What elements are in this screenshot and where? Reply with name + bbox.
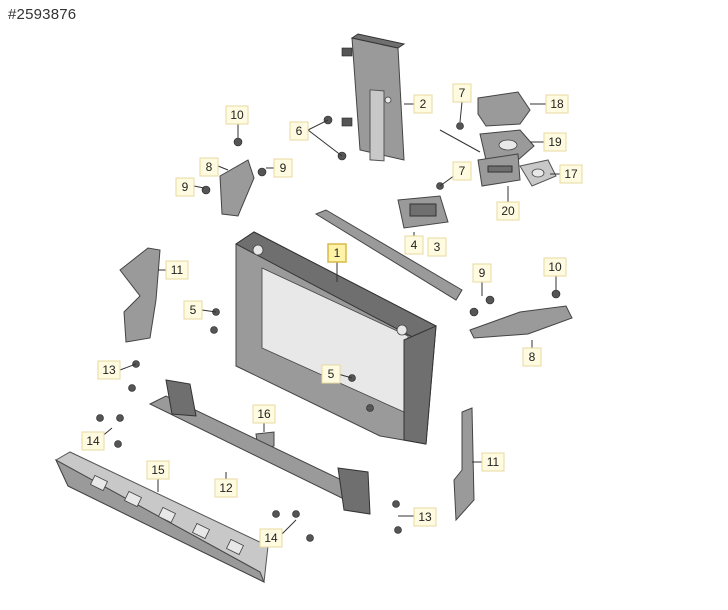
callout-13-left-label: 13 (102, 363, 116, 377)
callout-3[interactable]: 3 (427, 237, 447, 257)
diagram-id: #2593876 (8, 6, 77, 23)
callout-11-left[interactable]: 11 (165, 260, 189, 280)
callout-9-upper-label: 9 (280, 161, 287, 175)
callout-5-left[interactable]: 5 (183, 300, 203, 320)
callout-8-left[interactable]: 8 (199, 157, 219, 177)
part-4-sensor-module[interactable] (397, 195, 449, 229)
callout-11-right-label: 11 (487, 455, 500, 469)
callout-16[interactable]: 16 (252, 404, 276, 424)
callout-7-top[interactable]: 7 (452, 83, 472, 103)
callout-1-label: 1 (334, 246, 341, 260)
part-18-cover[interactable] (477, 91, 531, 127)
callout-9-right[interactable]: 9 (472, 263, 492, 283)
part-19-housing[interactable] (479, 129, 535, 161)
part-20-sensor-mount[interactable] (477, 153, 521, 187)
callout-8-left-label: 8 (206, 160, 213, 174)
callout-13-right-label: 13 (418, 510, 432, 524)
callout-20-label: 20 (501, 204, 515, 218)
callout-8-right-label: 8 (529, 350, 536, 364)
callout-14-right[interactable]: 14 (259, 528, 283, 548)
callout-5-right[interactable]: 5 (321, 364, 341, 384)
part-3-upper-strip[interactable] (314, 209, 463, 301)
callout-14-left-label: 14 (86, 434, 100, 448)
callout-10-right[interactable]: 10 (543, 257, 567, 277)
part-12-bumper-beam[interactable] (148, 379, 371, 515)
part-8-bracket-right[interactable] (469, 305, 573, 339)
callout-16-label: 16 (257, 407, 271, 421)
callout-9-left-label: 9 (182, 180, 189, 194)
callout-9-left[interactable]: 9 (175, 177, 195, 197)
part-14-bolts[interactable] (96, 414, 314, 542)
callout-12[interactable]: 12 (214, 478, 238, 498)
part-15-energy-absorber[interactable] (54, 451, 269, 584)
callout-1[interactable]: 1 (327, 243, 347, 263)
callout-9-right-label: 9 (479, 266, 486, 280)
callout-19[interactable]: 19 (543, 132, 567, 152)
callout-4[interactable]: 4 (404, 235, 424, 255)
callout-14-left[interactable]: 14 (81, 431, 105, 451)
callout-15[interactable]: 15 (146, 460, 170, 480)
callout-7-top-label: 7 (459, 86, 466, 100)
callout-6[interactable]: 6 (289, 121, 309, 141)
part-9-bolts-right[interactable] (469, 295, 495, 317)
callout-2-label: 2 (420, 97, 427, 111)
callout-10-right-label: 10 (548, 260, 562, 274)
callout-7-mid-label: 7 (459, 164, 466, 178)
callout-9-upper[interactable]: 9 (273, 158, 293, 178)
part-11-bracket-left[interactable] (119, 247, 161, 343)
callout-12-label: 12 (219, 481, 233, 495)
callout-13-right[interactable]: 13 (413, 507, 437, 527)
callout-15-label: 15 (151, 463, 165, 477)
callout-3-label: 3 (434, 240, 441, 254)
callout-17[interactable]: 17 (559, 164, 583, 184)
part-10-bolt-left[interactable] (233, 137, 243, 147)
callout-17-label: 17 (564, 167, 578, 181)
part-10-bolt-right[interactable] (551, 289, 561, 299)
part-17-bracket[interactable] (519, 159, 557, 187)
callout-5-right-label: 5 (328, 367, 335, 381)
callout-11-right[interactable]: 11 (481, 452, 505, 472)
callout-2[interactable]: 2 (413, 94, 433, 114)
part-13-bolts[interactable] (128, 360, 402, 534)
callout-20[interactable]: 20 (496, 201, 520, 221)
callout-10-left-label: 10 (230, 108, 244, 122)
callout-5-left-label: 5 (190, 303, 197, 317)
callout-18[interactable]: 18 (545, 94, 569, 114)
callout-14-right-label: 14 (264, 531, 278, 545)
callout-11-left-label: 11 (171, 263, 184, 277)
part-11-bracket-right[interactable] (453, 407, 475, 522)
part-8-bracket-left[interactable] (219, 159, 255, 217)
callout-7-mid[interactable]: 7 (452, 161, 472, 181)
callout-4-label: 4 (411, 238, 418, 252)
callout-18-label: 18 (550, 97, 564, 111)
callout-6-label: 6 (296, 124, 303, 138)
callout-19-label: 19 (548, 135, 562, 149)
callout-10-left[interactable]: 10 (225, 105, 249, 125)
callout-13-left[interactable]: 13 (97, 360, 121, 380)
part-1-front-carrier[interactable] (235, 231, 437, 445)
part-2-air-duct-panel[interactable] (341, 33, 406, 162)
callout-8-right[interactable]: 8 (522, 347, 542, 367)
